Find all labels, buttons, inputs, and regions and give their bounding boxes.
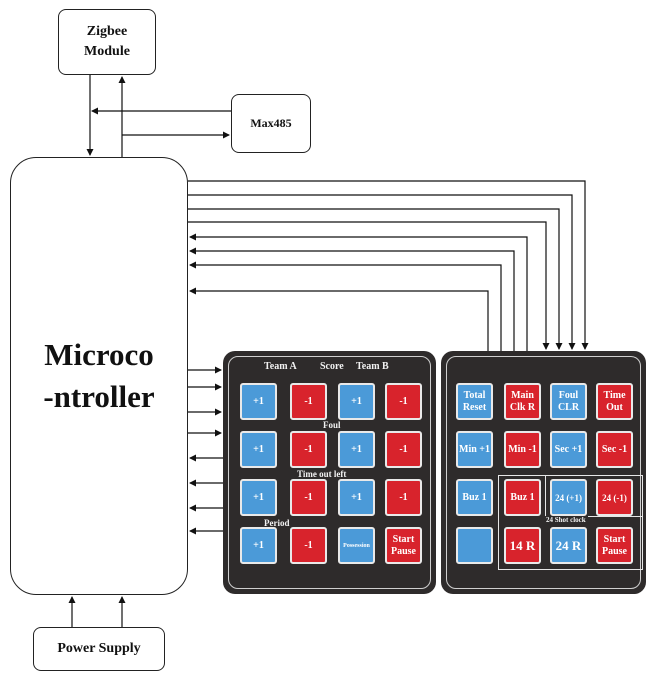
team-a-score-minus-button[interactable]: -1 [290, 383, 327, 420]
team-b-foul-minus-button[interactable]: -1 [385, 431, 422, 468]
label-foul: Foul [323, 420, 341, 430]
line-mcu-to-panel-b-3 [188, 208, 563, 350]
header-team-b: Team B [356, 361, 389, 372]
mcu-label-line1: Microco [44, 337, 154, 372]
blank-key[interactable] [456, 527, 493, 564]
line-panel-b-to-mcu-3 [189, 261, 502, 351]
label-period: Period [264, 518, 290, 528]
zigbee-label-line1: Zigbee [86, 24, 128, 39]
buzzer-button-1[interactable]: Buz 1 [456, 479, 493, 516]
start-pause-button-b[interactable]: Start Pause [596, 527, 633, 564]
team-a-foul-minus-button[interactable]: -1 [290, 431, 327, 468]
panel-a-border [228, 356, 431, 589]
main-clock-reset-button[interactable]: Main Clk R [504, 383, 541, 420]
reset-24-button[interactable]: 24 R [550, 527, 587, 564]
shot-clock-plus-button[interactable]: 24 (+1) [550, 479, 587, 516]
team-a-timeout-plus-button[interactable]: +1 [240, 479, 277, 516]
reset-14-button[interactable]: 14 R [504, 527, 541, 564]
minute-minus-button[interactable]: Min -1 [504, 431, 541, 468]
second-minus-button[interactable]: Sec -1 [596, 431, 633, 468]
team-a-score-plus-button[interactable]: +1 [240, 383, 277, 420]
label-timeout: Time out left [297, 469, 347, 479]
second-plus-button[interactable]: Sec +1 [550, 431, 587, 468]
team-b-timeout-minus-button[interactable]: -1 [385, 479, 422, 516]
microcontroller-block: Microco -ntroller [10, 157, 188, 595]
period-minus-button[interactable]: -1 [290, 527, 327, 564]
line-panel-b-to-mcu-1 [189, 233, 528, 351]
panel-b-border [446, 356, 641, 589]
foul-clear-button[interactable]: Foul CLR [550, 383, 587, 420]
power-supply-label: Power Supply [57, 641, 141, 656]
buzzer-button-2[interactable]: Buz 1 [504, 479, 541, 516]
line-mcu-to-panel-b-1 [188, 180, 589, 350]
max485-block: Max485 [231, 94, 311, 153]
header-team-a: Team A [264, 361, 297, 372]
possession-button[interactable]: Possession [338, 527, 375, 564]
zigbee-label-line2: Module [84, 44, 130, 59]
team-b-foul-plus-button[interactable]: +1 [338, 431, 375, 468]
shot-clock-minus-button[interactable]: 24 (-1) [596, 479, 633, 516]
minute-plus-button[interactable]: Min +1 [456, 431, 493, 468]
line-panel-b-to-mcu-2 [189, 247, 515, 351]
power-supply-block: Power Supply [33, 627, 165, 671]
team-b-score-plus-button[interactable]: +1 [338, 383, 375, 420]
label-shot-clock: 24 Shot clock [544, 516, 588, 524]
shot-clock-adjust-frame [545, 475, 643, 517]
mcu-label-line2: -ntroller [43, 379, 155, 414]
time-out-button[interactable]: Time Out [596, 383, 633, 420]
line-mcu-to-panel-b-2 [188, 194, 576, 350]
start-pause-button-a[interactable]: Start Pause [385, 527, 422, 564]
line-panel-b-to-mcu-4 [189, 287, 489, 351]
max485-label: Max485 [250, 116, 292, 130]
team-a-foul-plus-button[interactable]: +1 [240, 431, 277, 468]
team-b-score-minus-button[interactable]: -1 [385, 383, 422, 420]
team-a-timeout-minus-button[interactable]: -1 [290, 479, 327, 516]
team-b-timeout-plus-button[interactable]: +1 [338, 479, 375, 516]
period-plus-button[interactable]: +1 [240, 527, 277, 564]
line-mcu-to-panel-b-4 [188, 221, 550, 350]
total-reset-button[interactable]: Total Reset [456, 383, 493, 420]
header-score: Score [320, 361, 344, 372]
